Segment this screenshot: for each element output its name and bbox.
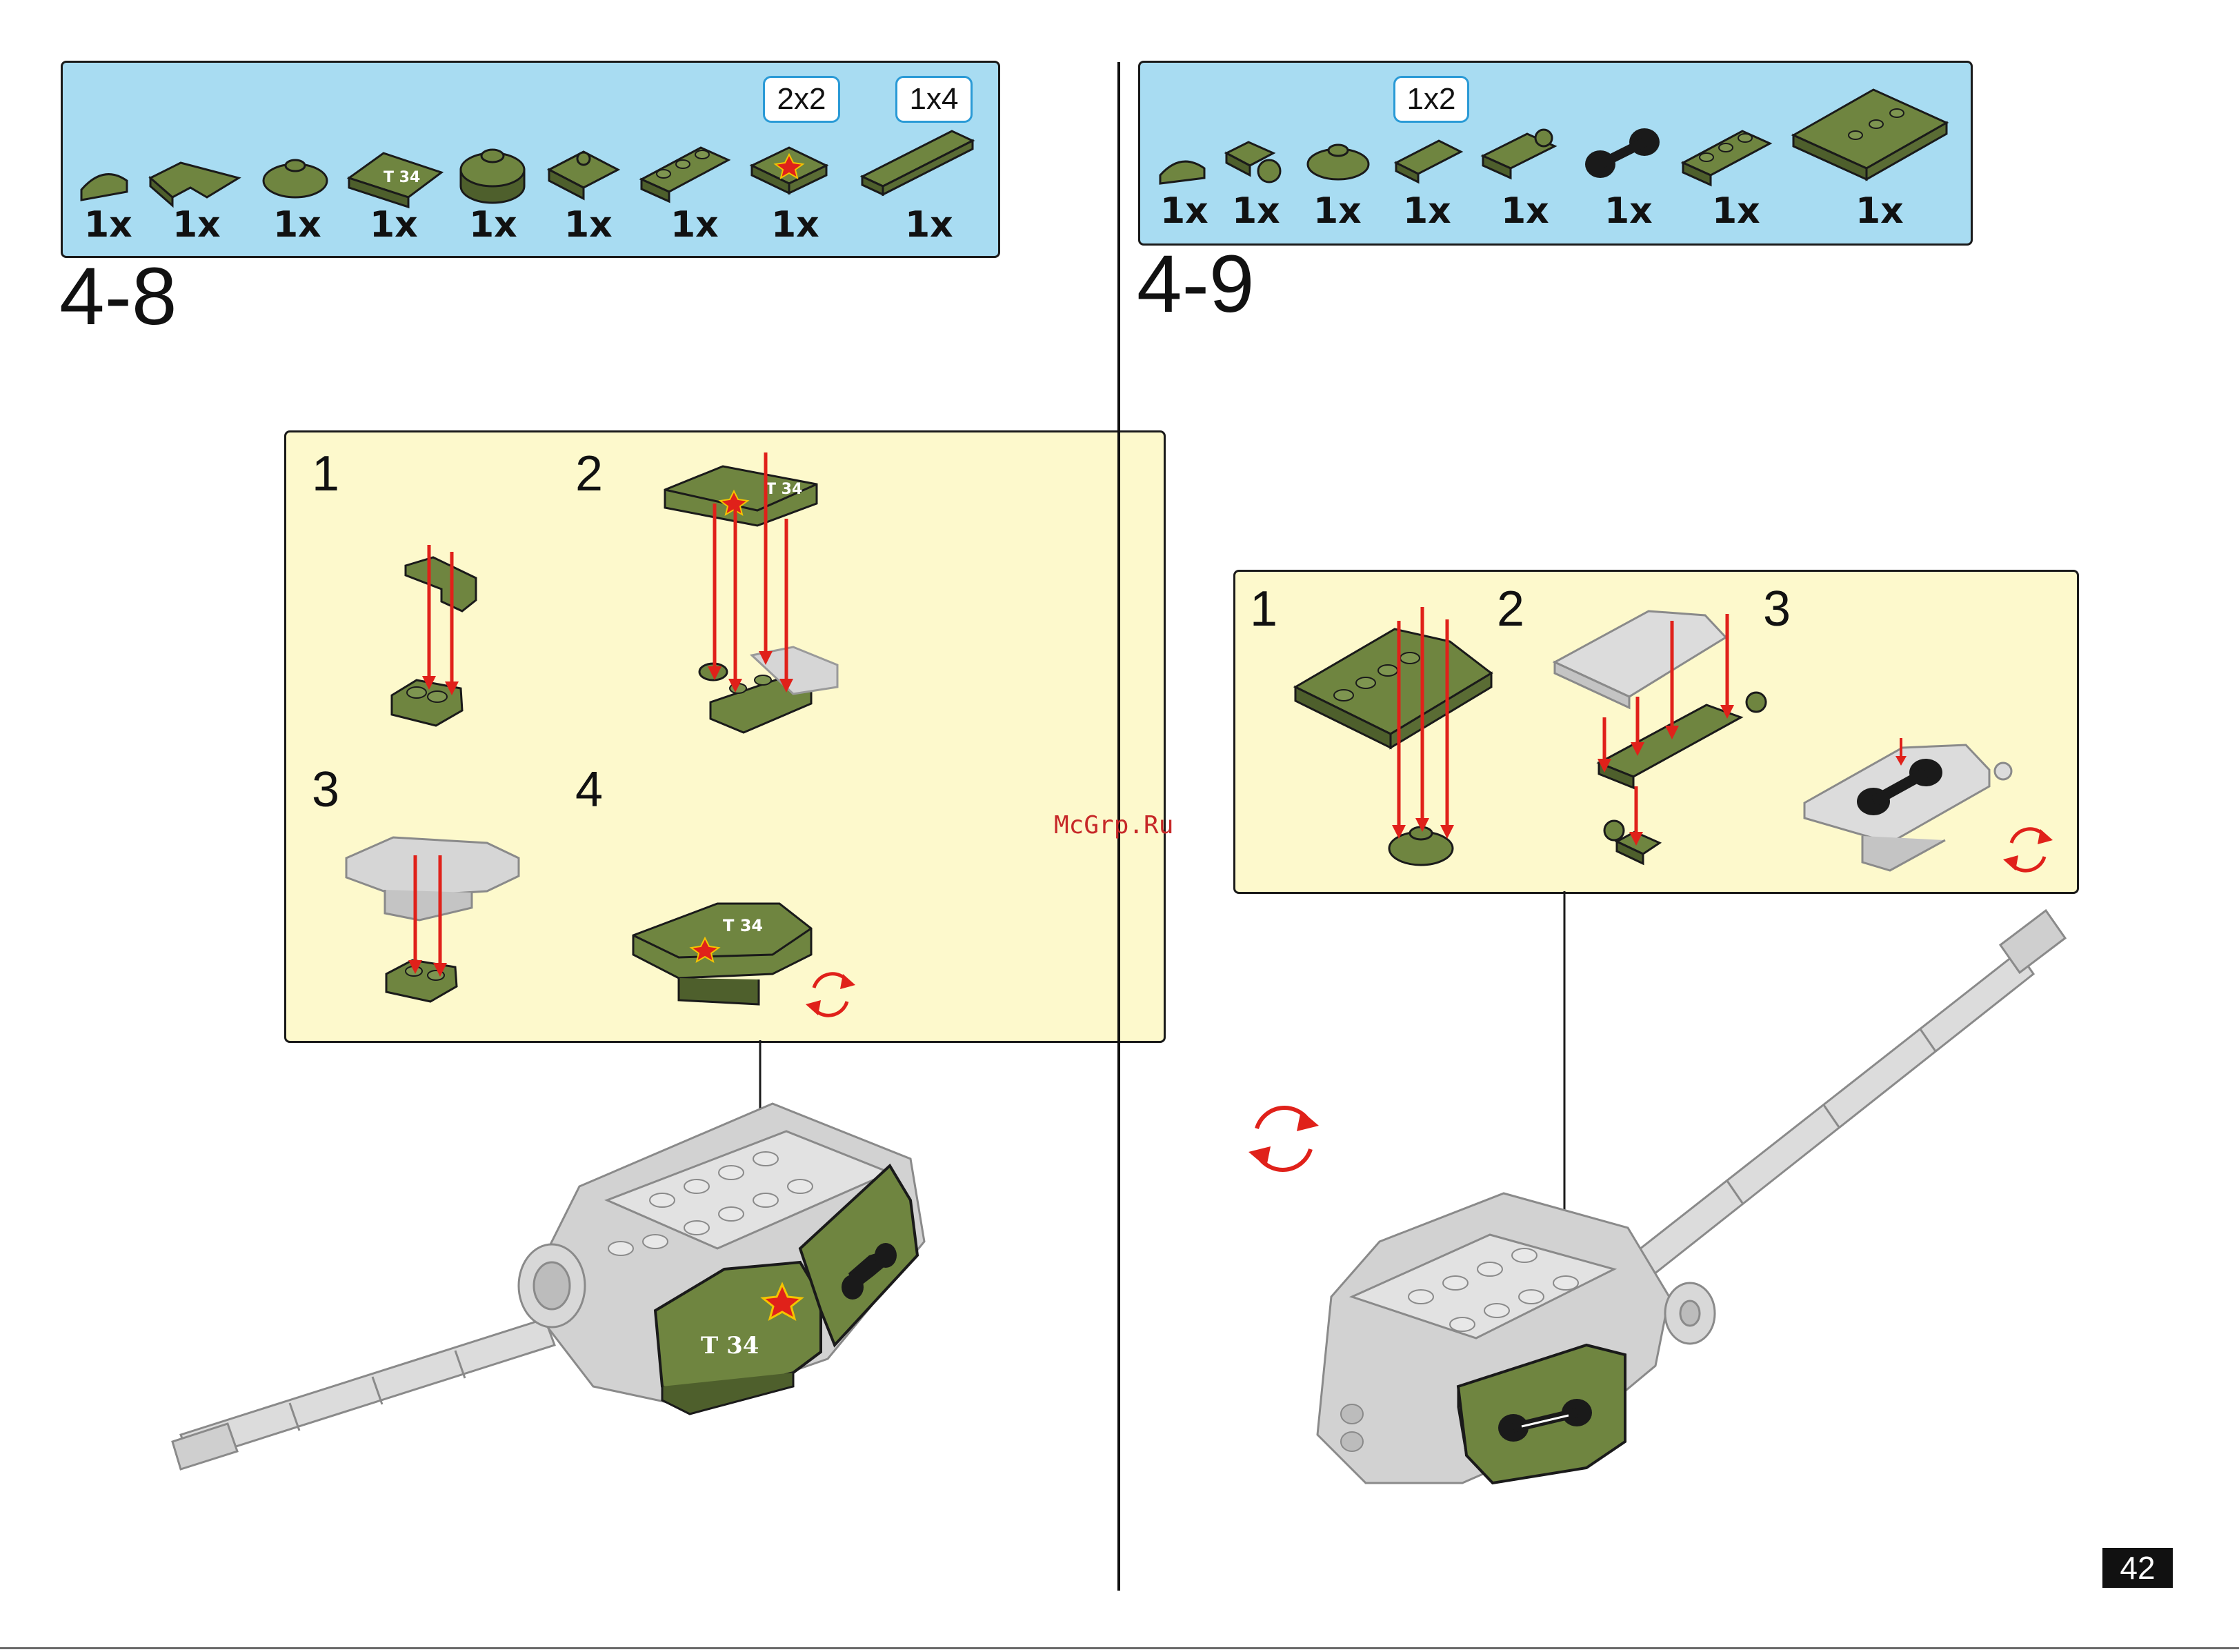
page-number: 42 xyxy=(2102,1548,2173,1588)
gun-barrel xyxy=(1614,910,2065,1293)
watermark: McGrp.Ru xyxy=(1054,811,1173,839)
bottom-rule xyxy=(0,1647,2239,1649)
